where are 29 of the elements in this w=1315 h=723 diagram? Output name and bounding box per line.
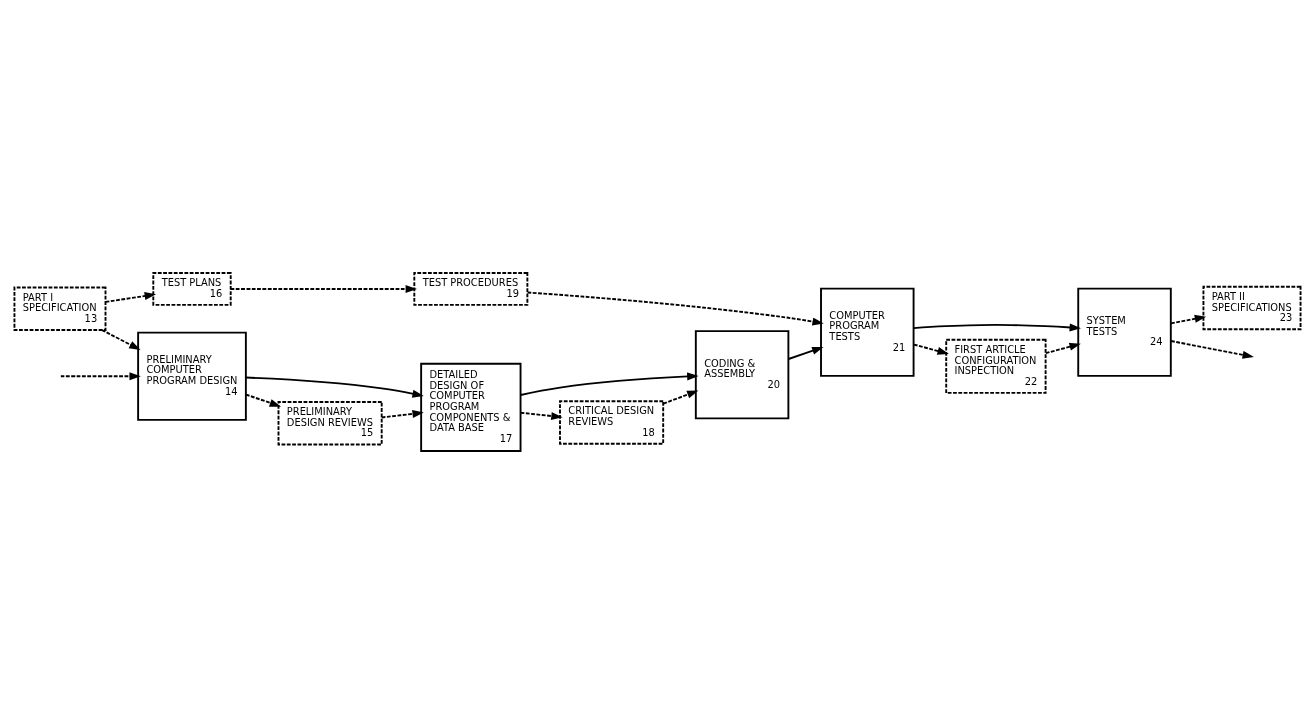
arrow: [380, 409, 424, 418]
node-box: PART I SPECIFICATION 13: [13, 286, 107, 331]
arrow: [1170, 314, 1207, 324]
node-box: SYSTEM TESTS 24: [1077, 287, 1172, 377]
arrow: [913, 343, 949, 355]
arrow: [526, 291, 824, 326]
arrow: [519, 371, 699, 396]
arrow: [59, 371, 141, 380]
node-box: COMPUTER PROGRAM TESTS 21: [820, 287, 915, 377]
arrow: [787, 346, 824, 360]
node-box: PRELIMINARY COMPUTER PROGRAM DESIGN 14: [137, 331, 247, 421]
node-box: TEST PLANS 16: [152, 271, 232, 306]
arrow: [229, 284, 417, 293]
arrow: [519, 411, 563, 420]
node-box: TEST PROCEDURES 19: [413, 271, 529, 306]
arrow: [101, 328, 141, 350]
arrow: [104, 291, 157, 303]
arrow: [1044, 342, 1081, 354]
node-box: CRITICAL DESIGN REVIEWS 18: [559, 399, 665, 445]
arrow: [245, 393, 282, 407]
node-box: CODING & ASSEMBLY 20: [694, 329, 790, 419]
node-box: FIRST ARTICLE CONFIGURATION INSPECTION 22: [945, 338, 1047, 394]
node-box: DETAILED DESIGN OF COMPUTER PROGRAM COMPONENTS & DATA BASE 17: [420, 362, 522, 452]
arrow: [1170, 339, 1254, 359]
node-box: PART II SPECIFICATIONS 23: [1202, 285, 1302, 330]
arrow: [244, 376, 424, 398]
node-box: PRELIMINARY DESIGN REVIEWS 15: [277, 400, 383, 445]
arrow: [662, 390, 699, 405]
arrow: [912, 322, 1081, 331]
